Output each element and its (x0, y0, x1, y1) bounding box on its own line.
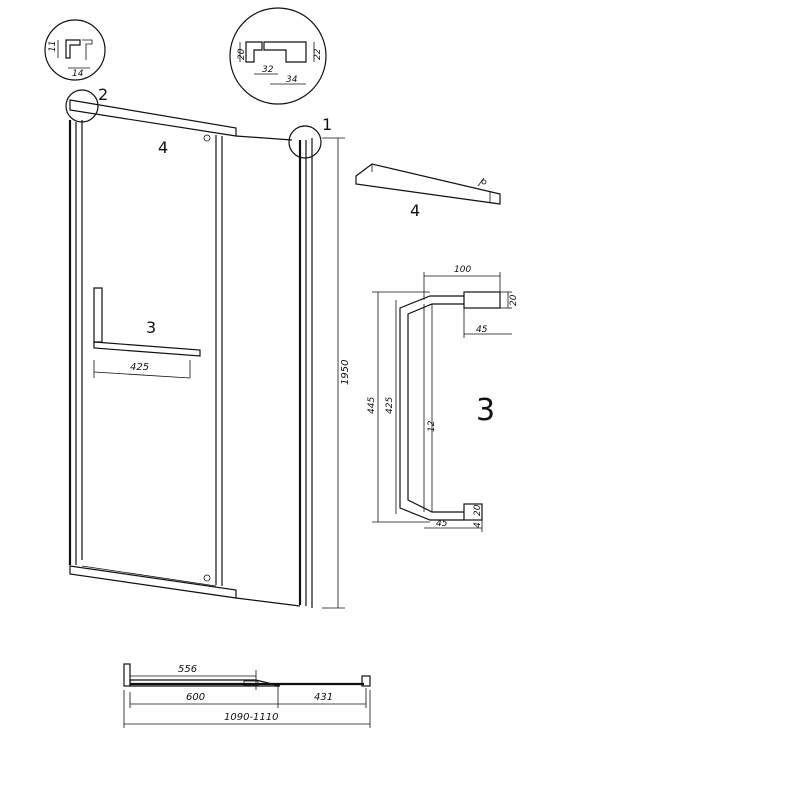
door-elevation: 1950 425 2 1 4 3 (65, 85, 351, 609)
handle-width-label: 425 (130, 362, 149, 373)
callout-4-front: 4 (158, 138, 168, 157)
detail-1-right-height-label: 22 (313, 48, 323, 60)
plan-fixed-panel-label: 431 (314, 692, 333, 703)
handle-detail: 100 20 45 445 425 12 45 20 4 3 (367, 265, 519, 532)
plan-overall-label: 1090-1110 (224, 712, 279, 723)
detail-2-profile: 11 14 (44, 19, 106, 81)
handle-top-block-label: 20 (509, 294, 519, 306)
handle-bottom-gap-label: 4 (473, 522, 483, 528)
handle-top-depth-label: 45 (476, 325, 488, 335)
detail-2-width-label: 14 (72, 69, 84, 79)
callout-2: 2 (98, 85, 108, 104)
detail-1-width-a-label: 32 (262, 65, 274, 75)
callout-1: 1 (322, 115, 332, 134)
plan-door-opening-label: 556 (178, 664, 197, 675)
callout-3-handle: 3 (476, 393, 495, 428)
handle-bottom-depth-label: 45 (436, 519, 448, 529)
handle-top-offset-label: 100 (454, 265, 471, 275)
handle-bottom-block-label: 20 (473, 504, 483, 516)
plan-door-width-label: 600 (186, 692, 205, 703)
rail-detail: 4 (355, 163, 501, 220)
door-height-label: 1950 (340, 360, 351, 385)
handle-inner-height-label: 425 (385, 397, 395, 414)
callout-3-front: 3 (146, 318, 156, 337)
detail-1-profile: 20 22 32 34 (229, 7, 327, 105)
plan-view: 556 600 431 1090-1110 (123, 663, 371, 728)
handle-bar-label: 12 (427, 420, 437, 432)
detail-1-left-height-label: 20 (237, 48, 247, 60)
detail-2-height-label: 11 (48, 41, 58, 52)
callout-4-rail: 4 (410, 201, 420, 220)
detail-1-width-b-label: 34 (286, 75, 298, 85)
handle-outer-height-label: 445 (367, 397, 377, 414)
